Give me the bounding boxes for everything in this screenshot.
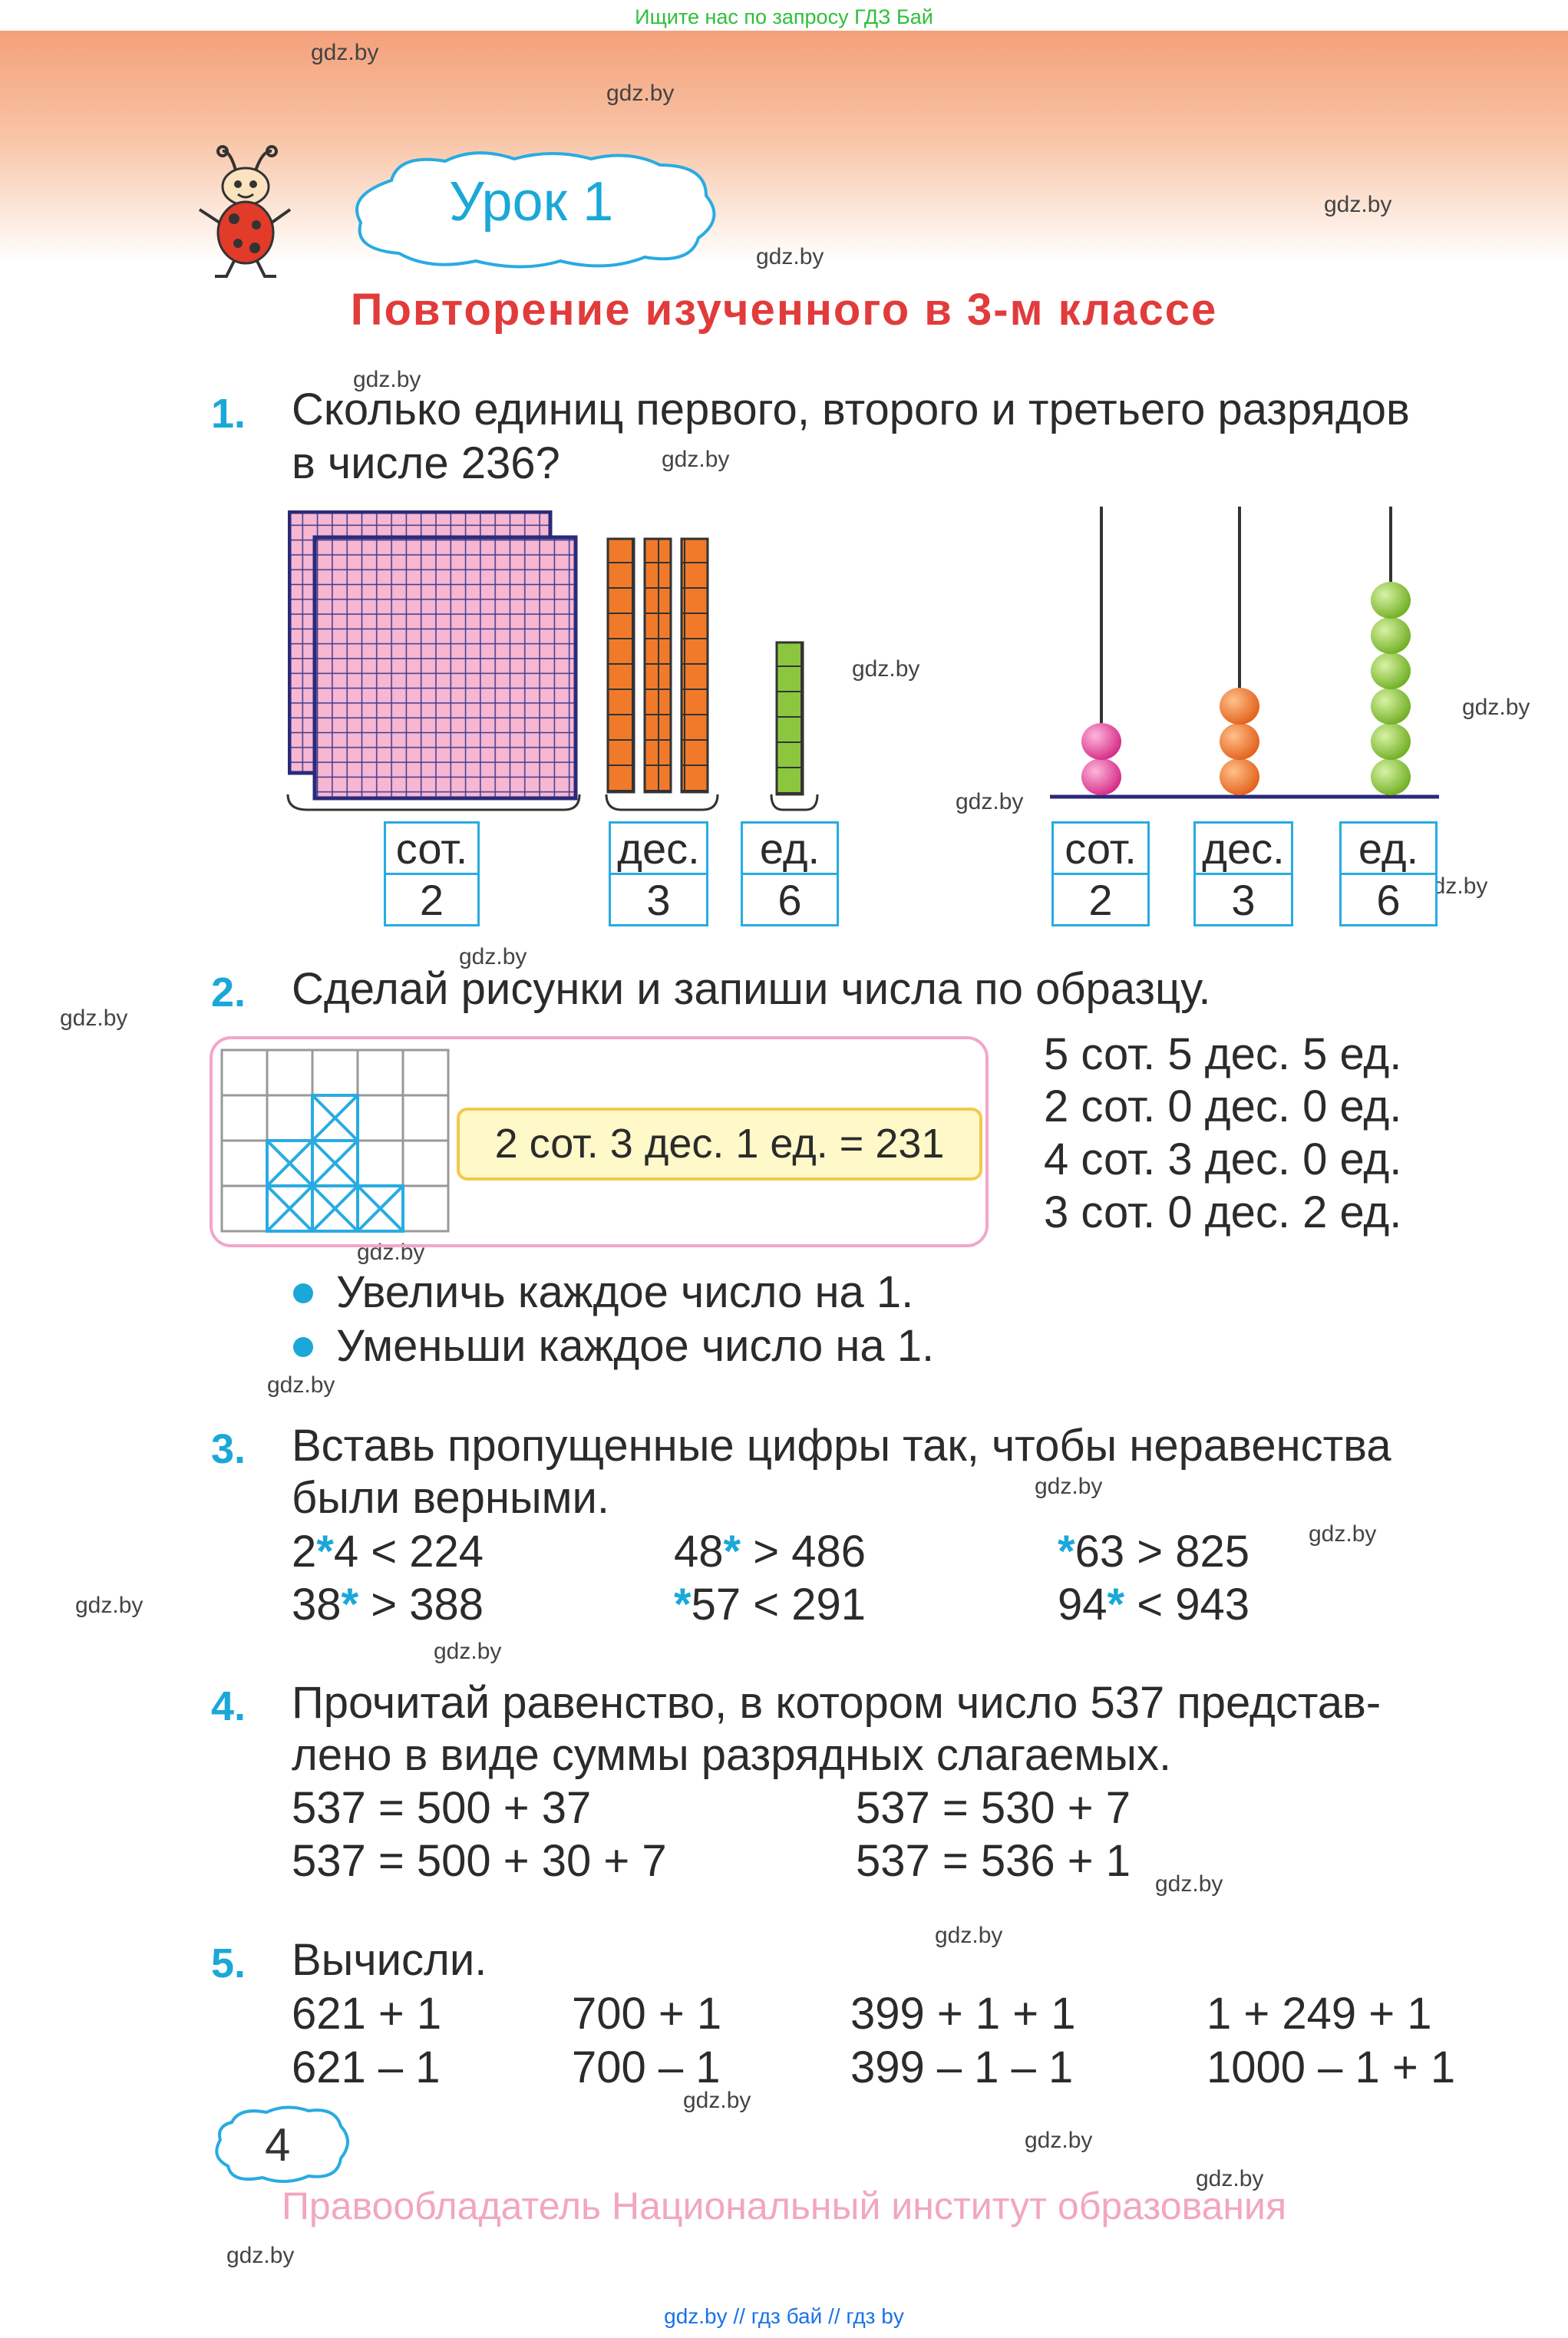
asterisk-icon: * xyxy=(1058,1527,1075,1577)
value-box: 2 xyxy=(384,873,480,926)
sample-grid xyxy=(220,1048,450,1233)
watermark: gdz.by xyxy=(1324,192,1392,217)
asterisk-icon: * xyxy=(674,1580,692,1630)
sample-frame xyxy=(210,1036,989,1247)
label-box: ед. xyxy=(1339,821,1438,875)
watermark: gdz.by xyxy=(226,2243,295,2268)
bullet-icon xyxy=(293,1337,313,1357)
label-box: сот. xyxy=(1051,821,1150,875)
expression: 1000 – 1 + 1 xyxy=(1207,2042,1456,2092)
lesson-cloud xyxy=(355,151,716,269)
watermark: gdz.by xyxy=(756,244,824,269)
watermark: gdz.by xyxy=(1155,1871,1223,1897)
task-text: Сколько единиц первого, второго и третье… xyxy=(292,385,1410,434)
asterisk-icon: * xyxy=(1107,1580,1125,1630)
task-text: Вставь пропущенные цифры так, чтобы нера… xyxy=(292,1421,1391,1471)
label-box: сот. xyxy=(384,821,480,875)
watermark: gdz.by xyxy=(459,944,527,969)
expression: 621 – 1 xyxy=(292,2042,441,2092)
equation: 537 = 536 + 1 xyxy=(856,1836,1131,1886)
value-box: 3 xyxy=(609,873,708,926)
watermark: gdz.by xyxy=(852,656,920,682)
page-number-cloud xyxy=(215,2105,349,2183)
watermark: gdz.by xyxy=(357,1240,425,1265)
task2-item: 3 сот. 0 дес. 2 ед. xyxy=(1044,1187,1402,1237)
inequality: *57 < 291 xyxy=(674,1580,866,1630)
task-number: 2. xyxy=(211,969,246,1015)
task-number: 3. xyxy=(211,1426,246,1472)
expression: 399 + 1 + 1 xyxy=(850,1989,1076,2039)
abacus xyxy=(1050,507,1439,799)
task-number: 5. xyxy=(211,1940,246,1986)
hundreds-squares xyxy=(288,510,578,801)
watermark: gdz.by xyxy=(683,2088,751,2113)
task2-bullet: Увеличь каждое число на 1. xyxy=(336,1267,914,1317)
inequality: *63 > 825 xyxy=(1058,1527,1249,1577)
top-banner[interactable]: Ищите нас по запросу ГДЗ Бай xyxy=(635,5,933,28)
task-text: в числе 236? xyxy=(292,438,560,488)
asterisk-icon: * xyxy=(723,1527,741,1577)
label-box: ед. xyxy=(741,821,839,875)
task2-bullet: Уменьши каждое число на 1. xyxy=(336,1321,935,1371)
watermark: gdz.by xyxy=(662,447,730,472)
equation: 537 = 500 + 37 xyxy=(292,1783,592,1833)
label-box: дес. xyxy=(1193,821,1293,875)
inequality: 2*4 < 224 xyxy=(292,1527,484,1577)
ladybug-icon xyxy=(198,145,292,278)
value-box: 6 xyxy=(741,873,839,926)
expression: 700 + 1 xyxy=(572,1989,722,2039)
copyright-text: Правообладатель Национальный институт об… xyxy=(281,2184,1287,2227)
expression: 1 + 249 + 1 xyxy=(1207,1989,1432,2039)
watermark: gdz.by xyxy=(1309,1521,1377,1547)
expression: 621 + 1 xyxy=(292,1989,442,2039)
task-number: 1. xyxy=(211,391,246,437)
watermark: gdz.by xyxy=(434,1639,502,1664)
watermark: gdz.by xyxy=(75,1593,144,1618)
asterisk-icon: * xyxy=(316,1527,334,1577)
watermark: gdz.by xyxy=(935,1923,1003,1948)
watermark: gdz.by xyxy=(606,81,675,106)
asterisk-icon: * xyxy=(341,1580,359,1630)
value-box: 3 xyxy=(1193,873,1293,926)
ones-strip xyxy=(775,641,804,796)
value-box: 2 xyxy=(1051,873,1150,926)
tens-strips xyxy=(606,537,709,794)
value-box: 6 xyxy=(1339,873,1438,926)
task-text: лено в виде суммы разрядных слагаемых. xyxy=(292,1730,1172,1780)
label-box: дес. xyxy=(609,821,708,875)
watermark: gdz.by xyxy=(267,1372,335,1398)
inequality: 38* > 388 xyxy=(292,1580,484,1630)
task-text: Прочитай равенство, в котором число 537 … xyxy=(292,1678,1381,1728)
task-text: были верными. xyxy=(292,1473,610,1523)
page-title: Повторение изученного в 3-м классе xyxy=(350,285,1218,335)
task2-item: 2 сот. 0 дес. 0 ед. xyxy=(1044,1081,1402,1131)
task-number: 4. xyxy=(211,1683,246,1729)
task-text: Вычисли. xyxy=(292,1935,487,1985)
watermark: gdz.by xyxy=(956,789,1024,814)
watermark: gdz.by xyxy=(1462,695,1530,720)
expression: 700 – 1 xyxy=(572,2042,721,2092)
sample-equation: 2 сот. 3 дес. 1 ед. = 231 xyxy=(457,1108,982,1181)
equation: 537 = 500 + 30 + 7 xyxy=(292,1836,667,1886)
watermark: gdz.by xyxy=(60,1006,128,1031)
watermark: gdz.by xyxy=(1196,2166,1264,2191)
inequality: 48* > 486 xyxy=(674,1527,866,1577)
page-number: 4 xyxy=(265,2119,291,2171)
watermark: gdz.by xyxy=(311,40,379,65)
watermark: gdz.by xyxy=(353,367,421,392)
bottom-links[interactable]: gdz.by // гдз бай // гдз by xyxy=(664,2304,904,2328)
expression: 399 – 1 – 1 xyxy=(850,2042,1074,2092)
bullet-icon xyxy=(293,1283,313,1303)
task-text: Сделай рисунки и запиши числа по образцу… xyxy=(292,964,1211,1014)
grouping-brackets xyxy=(286,794,819,811)
lesson-label: Урок 1 xyxy=(449,171,614,233)
task2-item: 4 сот. 3 дес. 0 ед. xyxy=(1044,1134,1402,1184)
watermark: gdz.by xyxy=(1035,1474,1103,1499)
inequality: 94* < 943 xyxy=(1058,1580,1249,1630)
equation: 537 = 530 + 7 xyxy=(856,1783,1131,1833)
task2-item: 5 сот. 5 дес. 5 ед. xyxy=(1044,1029,1402,1079)
watermark: gdz.by xyxy=(1025,2128,1093,2153)
